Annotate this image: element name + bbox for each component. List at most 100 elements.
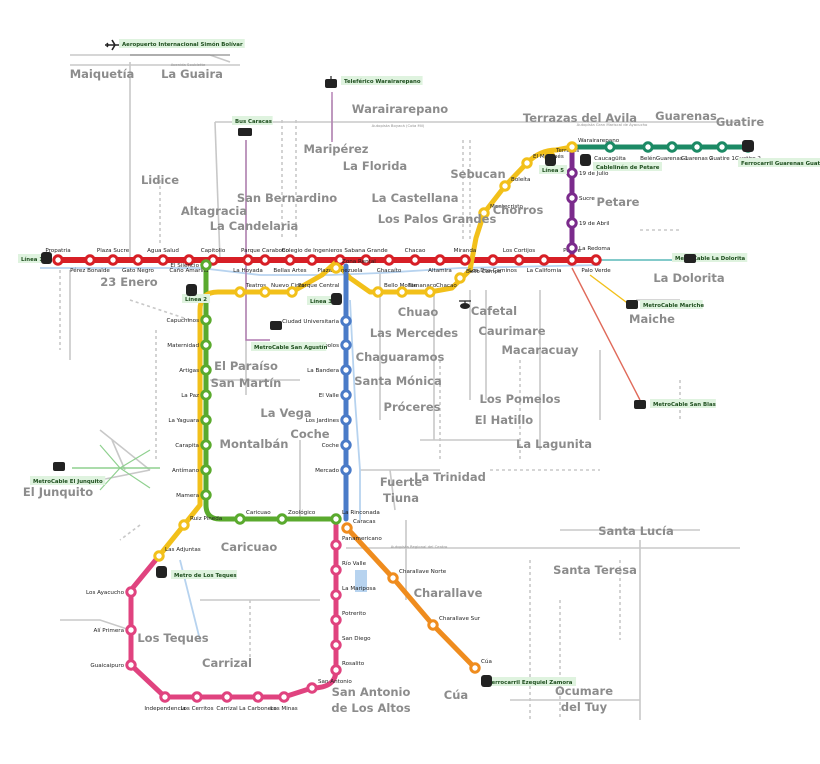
station-el-marqu-s[interactable] <box>521 157 533 169</box>
station-al-primera[interactable] <box>125 624 137 636</box>
station-rosalito[interactable] <box>330 664 342 676</box>
station-la-hoyada[interactable] <box>242 254 254 266</box>
station-teatros[interactable] <box>234 286 246 298</box>
station-carapita[interactable] <box>200 439 212 451</box>
station-san-antonio[interactable] <box>306 682 318 694</box>
station-gato-negro[interactable] <box>132 254 144 266</box>
station-caricuao[interactable] <box>234 513 246 525</box>
station-ant-mano[interactable] <box>200 464 212 476</box>
service-label-text: Ferrocarril Ezequiel Zamora <box>488 680 573 686</box>
station-colegio-de-ingenieros[interactable] <box>306 254 318 266</box>
station-nuevo-circo[interactable] <box>259 286 271 298</box>
station-propatria[interactable] <box>52 254 64 266</box>
station-coche[interactable] <box>340 439 352 451</box>
area-label: Guatire <box>716 115 764 129</box>
area-label: San Antonio <box>332 685 411 699</box>
station-petare[interactable] <box>566 254 578 266</box>
station-plaza-sucre[interactable] <box>107 254 119 266</box>
station-guarenas-1[interactable] <box>666 141 678 153</box>
station-parque-central[interactable] <box>286 286 298 298</box>
station-agua-salud[interactable] <box>157 254 169 266</box>
station-ca-o-amarilla[interactable] <box>183 254 195 266</box>
station-los-cortijos[interactable] <box>513 254 525 266</box>
station-los-jardines[interactable] <box>340 414 352 426</box>
station-label: Guarenas 1 <box>656 156 689 162</box>
station-guatire-1[interactable] <box>716 141 728 153</box>
station-bello-campo[interactable] <box>454 272 466 284</box>
station-la-yaguara[interactable] <box>200 414 212 426</box>
station-palo-verde[interactable] <box>590 254 602 266</box>
station-r-o-valle[interactable] <box>330 564 342 576</box>
station-los-s-mbolos[interactable] <box>340 339 352 351</box>
station-maternidad[interactable] <box>200 339 212 351</box>
cable-car-icon <box>325 76 337 88</box>
station-label: Miranda <box>454 248 477 254</box>
station-la-bandera[interactable] <box>340 364 352 376</box>
station-chacao[interactable] <box>409 254 421 266</box>
station-bole-ta[interactable] <box>499 180 511 192</box>
station-bello-monte[interactable] <box>372 286 384 298</box>
station-warairarepano[interactable] <box>566 141 578 153</box>
station-los-dos-caminos[interactable] <box>487 254 499 266</box>
station-los-minas[interactable] <box>278 691 290 703</box>
station-19-de-abril[interactable] <box>566 217 578 229</box>
station-caracas[interactable] <box>341 522 353 534</box>
station-zona-rental[interactable] <box>330 262 342 274</box>
service-label-bg <box>119 39 245 48</box>
station-la-mariposa[interactable] <box>330 589 342 601</box>
station-capuchinos[interactable] <box>200 314 212 326</box>
service-label: Teleférico Warairarepano <box>341 76 423 85</box>
station-label: Boleíta <box>511 176 530 183</box>
station-bellas-artes[interactable] <box>284 254 296 266</box>
station-parque-carabobo[interactable] <box>259 254 271 266</box>
station-mercado[interactable] <box>340 464 352 476</box>
station-montecristo[interactable] <box>478 207 490 219</box>
station-chacao[interactable] <box>424 286 436 298</box>
station-ruiz-pineda[interactable] <box>178 519 190 531</box>
station-panamericano[interactable] <box>330 539 342 551</box>
station-label: Bello Monte <box>384 283 418 289</box>
station-los-cerritos[interactable] <box>191 691 203 703</box>
station-mamera[interactable] <box>200 489 212 501</box>
station-potrerito[interactable] <box>330 614 342 626</box>
station-label: Parque Central <box>298 283 340 289</box>
station-bel-n[interactable] <box>642 141 654 153</box>
station-19-de-julio[interactable] <box>566 167 578 179</box>
station-el-silencio[interactable] <box>200 259 212 271</box>
station-los-ayacucho[interactable] <box>125 586 137 598</box>
station-miranda[interactable] <box>459 254 471 266</box>
station-la-rinconada[interactable] <box>330 513 342 525</box>
station-tamanaco[interactable] <box>396 286 408 298</box>
station-sucre[interactable] <box>566 192 578 204</box>
station-la-redoma[interactable] <box>566 242 578 254</box>
station-caucag-ita[interactable] <box>604 141 616 153</box>
station-chaca-to[interactable] <box>383 254 395 266</box>
area-label: Maripérez <box>303 142 368 156</box>
service-label-bg <box>672 253 748 262</box>
station-zool-gico[interactable] <box>276 513 288 525</box>
area-label: Terrazas del Avila <box>523 111 637 125</box>
station-las-adjuntas[interactable] <box>153 550 165 562</box>
helicopter-icon <box>459 300 471 309</box>
station-carrizal[interactable] <box>221 691 233 703</box>
station-san-diego[interactable] <box>330 639 342 651</box>
station-guarenas-2[interactable] <box>691 141 703 153</box>
station-artigas[interactable] <box>200 364 212 376</box>
station-charallave-norte[interactable] <box>387 572 399 584</box>
station-el-valle[interactable] <box>340 389 352 401</box>
station-sabana-grande[interactable] <box>360 254 372 266</box>
station-c-a[interactable] <box>469 662 481 674</box>
station-label: Alí Primera <box>94 627 124 634</box>
station-la-california[interactable] <box>538 254 550 266</box>
area-label: San Bernardino <box>237 191 337 205</box>
station-independencia[interactable] <box>159 691 171 703</box>
station-p-rez-bonalde[interactable] <box>84 254 96 266</box>
station-charallave-sur[interactable] <box>427 619 439 631</box>
station-la-carbonera[interactable] <box>252 691 264 703</box>
station-la-paz[interactable] <box>200 389 212 401</box>
station-guaicaipuro[interactable] <box>125 659 137 671</box>
station-ciudad-universitaria[interactable] <box>340 315 352 327</box>
station-altamira[interactable] <box>434 254 446 266</box>
